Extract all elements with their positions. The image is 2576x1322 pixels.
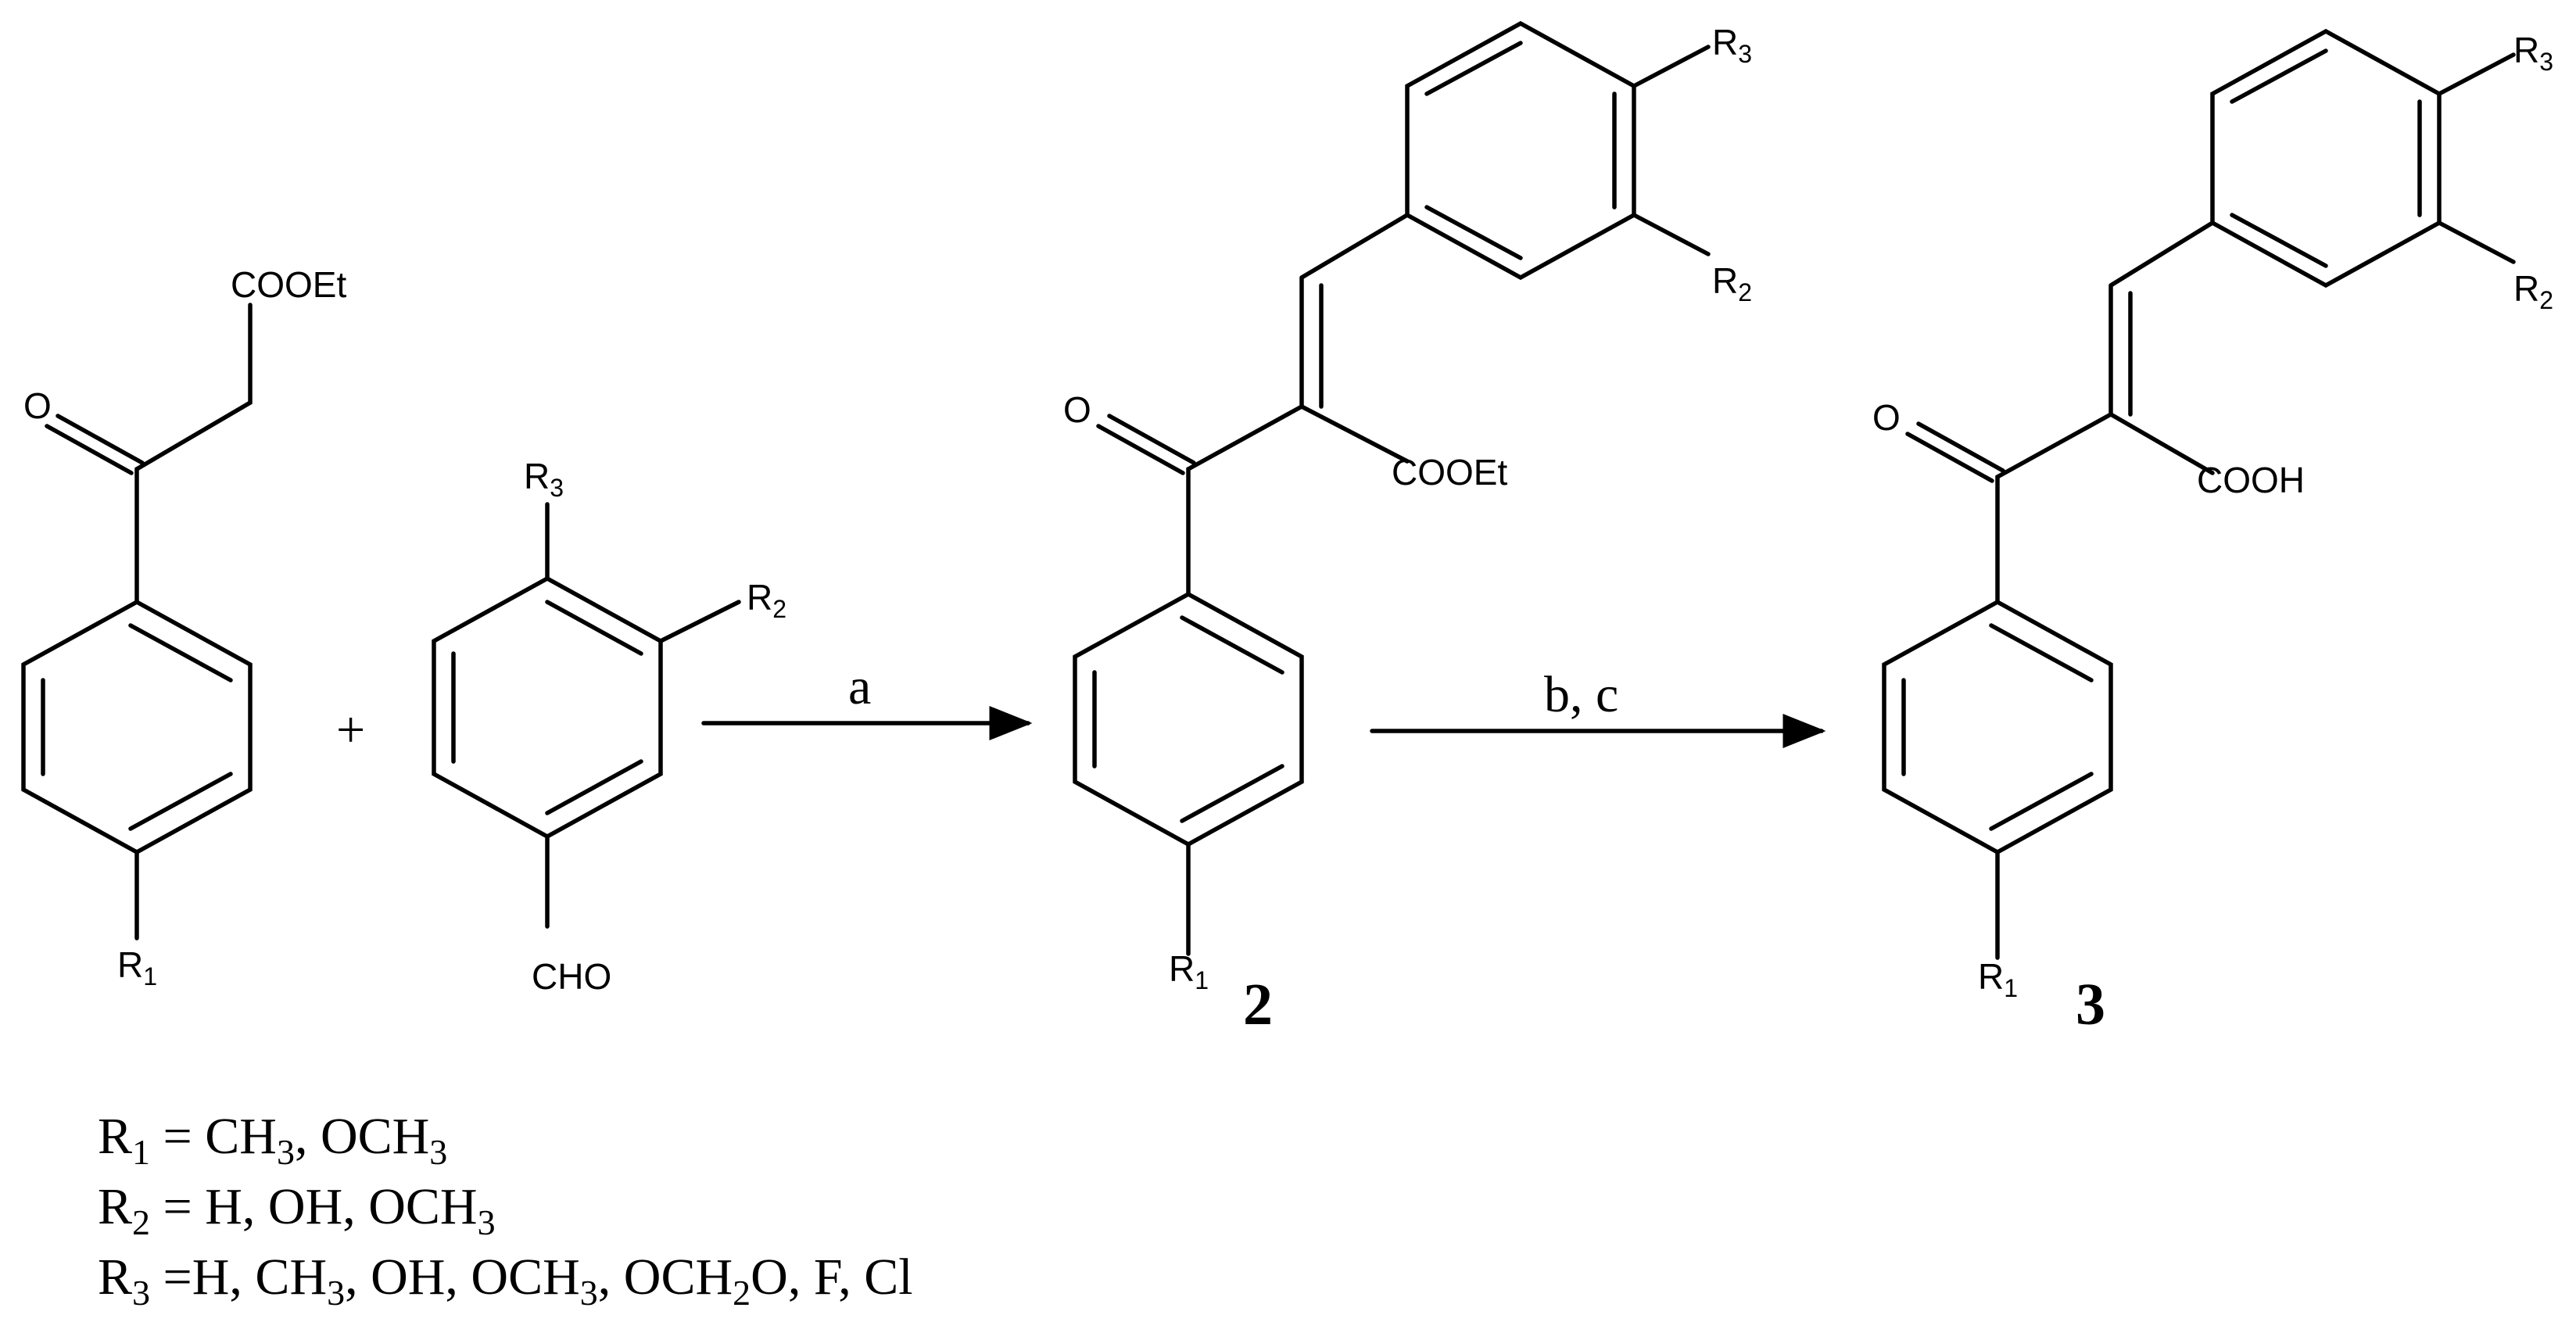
compound-2: O COOEt R3 R2 R1 2 — [1063, 20, 1752, 1037]
enone-bonds — [1096, 213, 1410, 597]
condition-step2: b, c — [1544, 666, 1618, 723]
r3-substituent: R3 — [2513, 30, 2553, 76]
upper-ring-double-bonds — [2230, 48, 2422, 268]
aldehyde-label: CHO — [532, 956, 611, 997]
r2-substituent: R2 — [2513, 268, 2553, 314]
lower-ring-double-bonds — [1901, 623, 2094, 831]
ring-bonds — [21, 599, 253, 855]
ester-label: COOEt — [1392, 452, 1507, 493]
substituent-legend: R1 = CH3, OCH3 R2 = H, OH, OCH3 R3 =H, C… — [98, 1108, 913, 1313]
enone-bonds — [1905, 220, 2215, 604]
r1-substituent: R1 — [1169, 948, 1209, 994]
ring-bonds — [432, 575, 663, 840]
legend-r1: R1 = CH3, OCH3 — [98, 1108, 447, 1172]
r3-substituent: R3 — [524, 456, 564, 502]
r3-substituent: R3 — [1712, 22, 1752, 68]
acid-label: COOH — [2197, 460, 2305, 500]
ester-label: COOEt — [231, 264, 346, 305]
r2-substituent: R2 — [1712, 260, 1752, 306]
legend-r2: R2 = H, OH, OCH3 — [98, 1178, 496, 1242]
compound-number-3: 3 — [2076, 972, 2105, 1037]
carbonyl-oxygen: O — [1872, 397, 1901, 438]
ring-double-bonds — [451, 600, 643, 815]
substituent-bonds — [1186, 45, 1711, 956]
lower-ring-bonds — [1882, 599, 2113, 855]
ring-double-bonds — [41, 623, 233, 831]
r2-substituent: R2 — [747, 577, 786, 623]
substituent-bonds — [1995, 52, 2516, 960]
compound-number-2: 2 — [1243, 972, 1273, 1037]
reactant-ketoester: O COOEt R1 — [21, 264, 346, 991]
lower-ring-bonds — [1073, 591, 1304, 847]
upper-ring-double-bonds — [1424, 41, 1617, 260]
upper-ring-bonds — [1405, 20, 1636, 281]
r1-substituent: R1 — [1978, 956, 2018, 1002]
carbonyl-oxygen: O — [23, 385, 52, 426]
substituent-bonds — [545, 502, 741, 929]
plus-sign: + — [336, 701, 365, 758]
carbonyl-bonds — [45, 303, 253, 604]
reactant-aldehyde: R3 R2 CHO — [432, 456, 786, 997]
r1-substituent: R1 — [117, 944, 157, 991]
compound-3: O COOH R3 R2 R1 3 — [1872, 28, 2553, 1037]
condition-step1: a — [848, 658, 871, 715]
legend-r3: R3 =H, CH3, OH, OCH3, OCH2O, F, Cl — [98, 1249, 913, 1313]
upper-ring-bonds — [2210, 28, 2442, 288]
lower-ring-double-bonds — [1092, 615, 1284, 823]
carbonyl-oxygen: O — [1063, 389, 1091, 430]
